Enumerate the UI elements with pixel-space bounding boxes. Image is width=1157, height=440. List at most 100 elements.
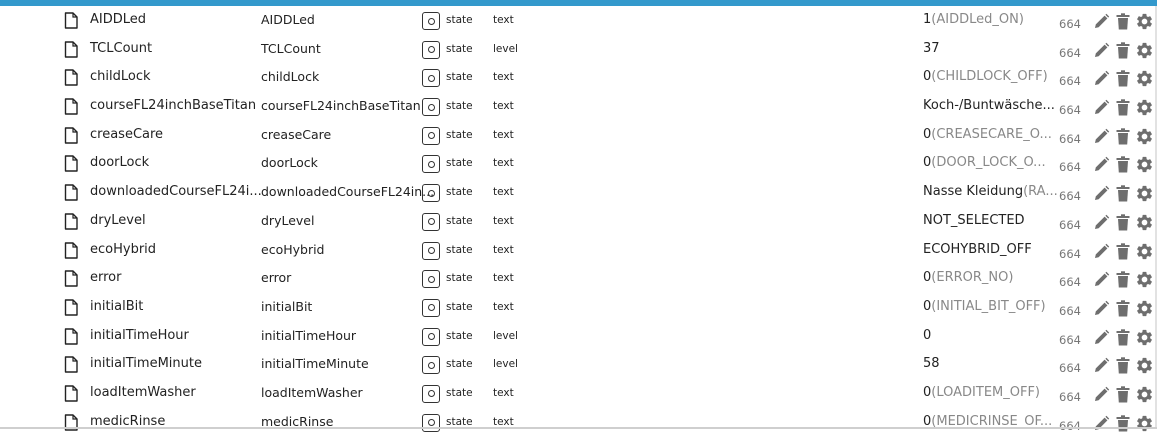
pencil-icon[interactable] <box>1093 128 1110 145</box>
object-value[interactable]: Nasse Kleidung(RA... <box>923 184 1058 200</box>
pencil-icon[interactable] <box>1093 329 1110 346</box>
gear-icon[interactable] <box>1135 98 1154 117</box>
pencil-icon[interactable] <box>1093 386 1110 403</box>
state-circle-icon <box>422 12 440 30</box>
state-circle-icon <box>422 413 440 432</box>
object-value[interactable]: NOT_SELECTED <box>923 212 1025 228</box>
file-icon <box>64 356 78 373</box>
trash-icon[interactable] <box>1116 128 1130 145</box>
table-row[interactable]: dryLevel dryLevel state text NOT_SELECTE… <box>0 207 1157 236</box>
object-role: state <box>446 415 473 428</box>
object-type: level <box>493 42 518 55</box>
table-row[interactable]: medicRinse medicRinse state text 0(MEDIC… <box>0 408 1157 437</box>
trash-icon[interactable] <box>1116 357 1130 374</box>
table-row[interactable]: loadItemWasher loadItemWasher state text… <box>0 379 1157 408</box>
gear-icon[interactable] <box>1135 213 1154 232</box>
pencil-icon[interactable] <box>1093 42 1110 59</box>
trash-icon[interactable] <box>1116 242 1130 260</box>
table-row[interactable]: error error state text 0(ERROR_NO) 664 <box>0 264 1157 293</box>
gear-icon[interactable] <box>1135 328 1154 347</box>
object-id: loadItemWasher <box>261 384 363 400</box>
trash-icon[interactable] <box>1116 156 1130 173</box>
object-value[interactable]: 0(DOOR_LOCK_O... <box>923 155 1046 171</box>
table-row[interactable]: doorLock doorLock state text 0(DOOR_LOCK… <box>0 149 1157 178</box>
trash-icon[interactable] <box>1116 328 1130 346</box>
table-row[interactable]: childLock childLock state text 0(CHILDLO… <box>0 63 1157 92</box>
object-type: text <box>493 243 514 256</box>
pencil-icon[interactable] <box>1093 99 1110 116</box>
object-role: state <box>446 100 473 113</box>
object-permissions: 664 <box>1059 74 1081 89</box>
trash-icon[interactable] <box>1116 185 1130 202</box>
gear-icon[interactable] <box>1135 184 1154 203</box>
table-row[interactable]: AIDDLed AIDDLed state text 1(AIDDLed_ON)… <box>0 6 1157 35</box>
file-icon <box>64 385 78 402</box>
object-permissions: 664 <box>1059 45 1081 60</box>
pencil-icon[interactable] <box>1093 271 1110 288</box>
trash-icon[interactable] <box>1116 13 1130 30</box>
object-value[interactable]: ECOHYBRID_OFF <box>923 241 1032 257</box>
gear-icon[interactable] <box>1135 385 1154 404</box>
object-value[interactable]: 58 <box>923 356 940 372</box>
gear-icon[interactable] <box>1135 356 1154 375</box>
trash-icon[interactable] <box>1116 386 1130 403</box>
table-row[interactable]: creaseCare creaseCare state text 0(CREAS… <box>0 121 1157 150</box>
object-type: text <box>493 415 514 428</box>
object-id: error <box>261 270 292 286</box>
object-value[interactable]: Koch-/Buntwäsche... <box>923 98 1055 114</box>
object-value[interactable]: 0(MEDICRINSE_OF... <box>923 413 1053 429</box>
pencil-icon[interactable] <box>1093 357 1110 374</box>
gear-icon[interactable] <box>1135 270 1154 289</box>
object-role: state <box>446 157 473 170</box>
trash-icon[interactable] <box>1116 414 1130 432</box>
trash-icon[interactable] <box>1116 70 1130 87</box>
object-value[interactable]: 0(CHILDLOCK_OFF) <box>923 69 1048 85</box>
object-value[interactable]: 37 <box>923 40 940 56</box>
table-row[interactable]: initialBit initialBit state text 0(INITI… <box>0 293 1157 322</box>
gear-icon[interactable] <box>1135 155 1154 174</box>
pencil-icon[interactable] <box>1093 13 1110 30</box>
gear-icon[interactable] <box>1135 41 1154 60</box>
object-value[interactable]: 0(LOADITEM_OFF) <box>923 384 1041 400</box>
object-value[interactable]: 0(CREASECARE_O... <box>923 126 1052 142</box>
pencil-icon[interactable] <box>1093 415 1110 432</box>
object-name: TCLCount <box>90 40 153 56</box>
file-icon <box>64 241 78 259</box>
object-id: TCLCount <box>261 40 321 56</box>
pencil-icon[interactable] <box>1093 243 1110 260</box>
object-permissions: 664 <box>1059 217 1081 232</box>
gear-icon[interactable] <box>1135 299 1154 318</box>
trash-icon[interactable] <box>1116 214 1130 231</box>
gear-icon[interactable] <box>1135 242 1154 261</box>
pencil-icon[interactable] <box>1093 300 1110 317</box>
object-value[interactable]: 0(ERROR_NO) <box>923 270 1014 286</box>
gear-icon[interactable] <box>1135 69 1154 88</box>
state-circle-icon <box>422 270 440 289</box>
object-type: text <box>493 300 514 313</box>
trash-icon[interactable] <box>1116 271 1130 288</box>
table-row[interactable]: courseFL24inchBaseTitan courseFL24inchBa… <box>0 92 1157 121</box>
object-list: AIDDLed AIDDLed state text 1(AIDDLed_ON)… <box>0 6 1157 436</box>
object-role: state <box>446 272 473 285</box>
trash-icon[interactable] <box>1116 41 1130 59</box>
object-id: ecoHybrid <box>261 241 325 257</box>
pencil-icon[interactable] <box>1093 70 1110 87</box>
gear-icon[interactable] <box>1135 414 1154 433</box>
table-row[interactable]: initialTimeMinute initialTimeMinute stat… <box>0 350 1157 379</box>
table-row[interactable]: TCLCount TCLCount state level 37 664 <box>0 35 1157 64</box>
gear-icon[interactable] <box>1135 127 1154 146</box>
pencil-icon[interactable] <box>1093 185 1110 202</box>
object-value[interactable]: 0(INITIAL_BIT_OFF) <box>923 298 1046 314</box>
pencil-icon[interactable] <box>1093 156 1110 173</box>
table-row[interactable]: initialTimeHour initialTimeHour state le… <box>0 322 1157 351</box>
gear-icon[interactable] <box>1135 12 1154 31</box>
table-row[interactable]: downloadedCourseFL24i... downloadedCours… <box>0 178 1157 207</box>
table-row[interactable]: ecoHybrid ecoHybrid state text ECOHYBRID… <box>0 236 1157 265</box>
object-value[interactable]: 0 <box>923 327 932 343</box>
object-id: initialBit <box>261 298 313 314</box>
scrollbar-track[interactable] <box>1155 6 1157 429</box>
pencil-icon[interactable] <box>1093 214 1110 231</box>
trash-icon[interactable] <box>1116 99 1130 116</box>
object-value[interactable]: 1(AIDDLed_ON) <box>923 12 1024 27</box>
trash-icon[interactable] <box>1116 300 1130 317</box>
